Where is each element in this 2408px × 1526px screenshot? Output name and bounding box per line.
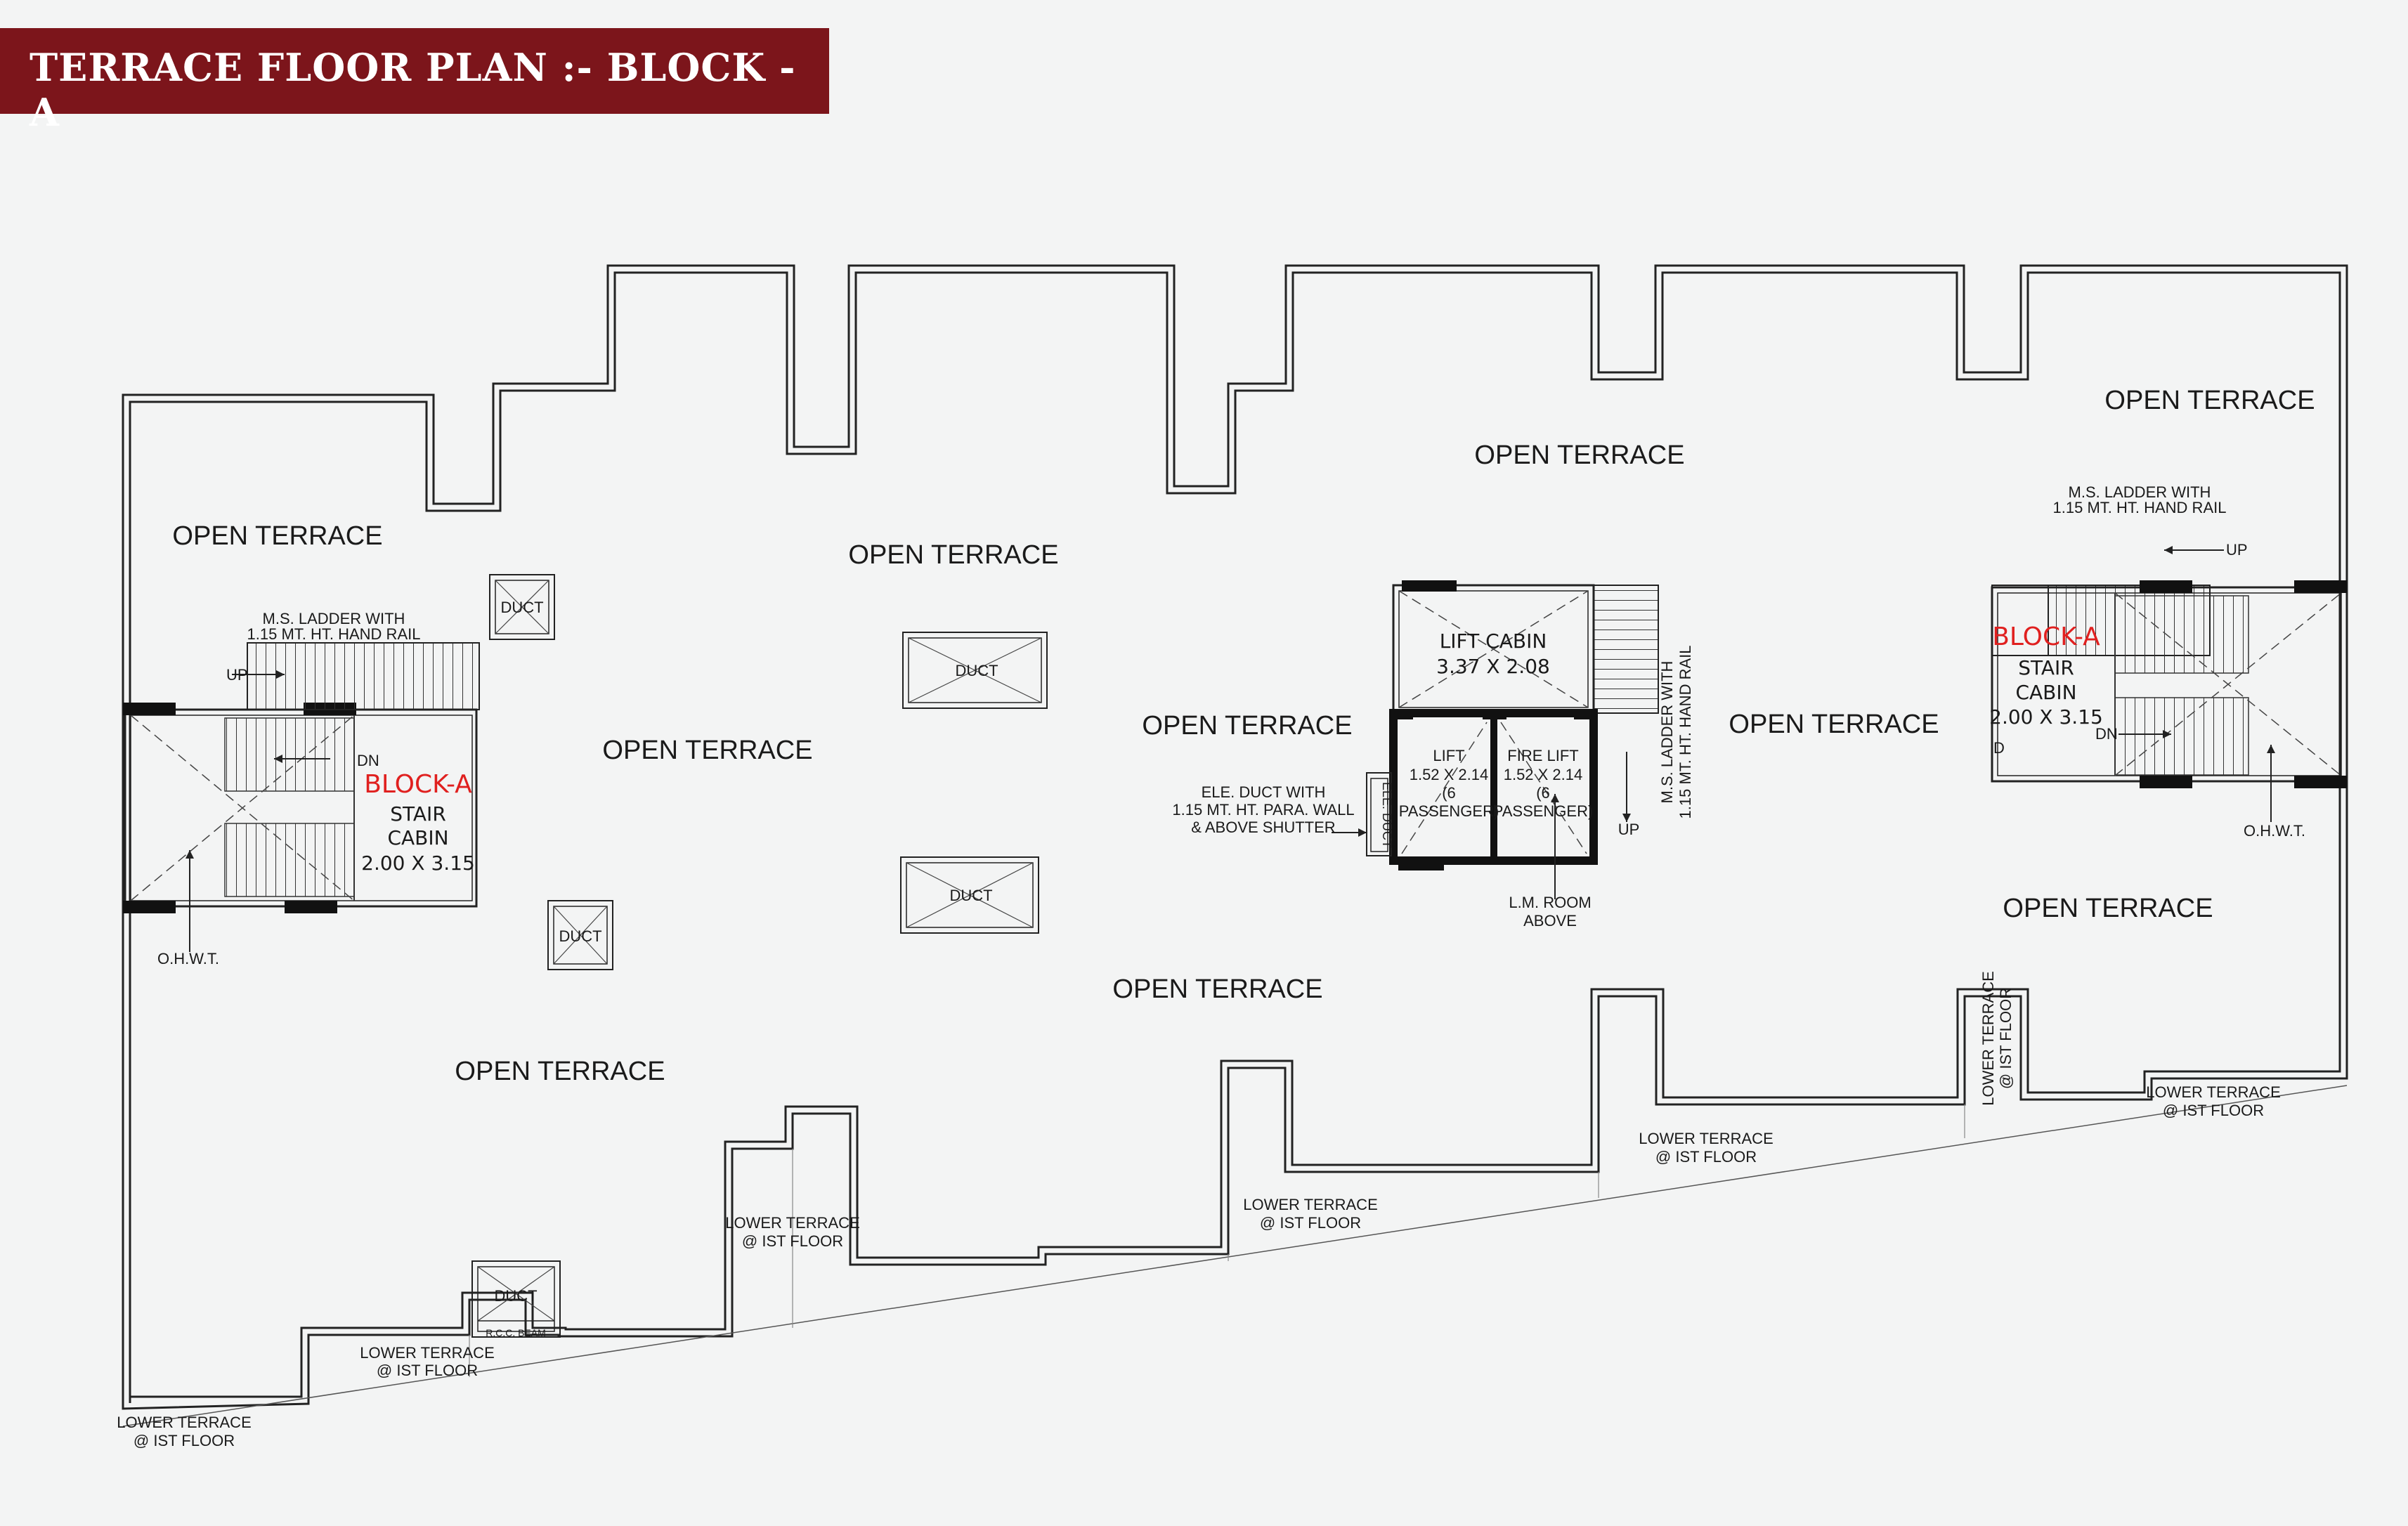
lift-core [1332,580,1659,899]
right-ladder-note-2: 1.15 MT. HT. HAND RAIL [2053,499,2227,516]
ele-duct-note-3: & ABOVE SHUTTER [1191,819,1335,836]
lower-terrace-dividers [469,1104,1965,1377]
left-ohwt: O.H.W.T. [157,950,219,967]
lm-room-note-1: L.M. ROOM [1509,894,1591,911]
fire-lift-size: 1.52 X 2.14 [1504,766,1583,783]
right-stair-up: UP [2226,541,2248,559]
fire-lift-capacity-2: PASSENGER) [1493,802,1594,820]
open-terrace-label-2: OPEN TERRACE [848,540,1058,570]
right-stair-dn: DN [2095,725,2118,743]
lower-terrace-2-line1: LOWER TERRACE [360,1344,495,1362]
duct-1-label: DUCT [500,599,543,616]
lower-terrace-1-line2: @ IST FLOOR [134,1432,235,1449]
left-ladder-note-2: 1.15 MT. HT. HAND RAIL [247,625,421,643]
fire-lift-name: FIRE LIFT [1507,747,1578,764]
page-title: TERRACE FLOOR PLAN :- BLOCK - A [30,45,796,135]
lift-capacity-2: PASSENGER) [1399,802,1499,820]
open-terrace-label-8: OPEN TERRACE [2003,894,2213,923]
duct-3 [900,856,1039,934]
lower-terrace-7-line2: @ IST FLOOR [1997,988,2015,1089]
lower-terrace-3-line2: @ IST FLOOR [742,1232,843,1250]
left-stair-size: 2.00 X 3.15 [361,852,475,875]
lower-terrace-5-line2: @ IST FLOOR [1655,1148,1757,1166]
open-terrace-label-3: OPEN TERRACE [1474,441,1684,470]
lower-terrace-1-line1: LOWER TERRACE [117,1414,252,1431]
lower-terrace-5-line1: LOWER TERRACE [1639,1130,1774,1147]
lower-terrace-6-line1: LOWER TERRACE [2146,1083,2281,1101]
duct-1 [489,574,555,640]
lower-terrace-3-line1: LOWER TERRACE [725,1214,860,1232]
open-terrace-label-1: OPEN TERRACE [172,521,382,551]
right-stair-size: 2.00 X 3.15 [1989,705,2103,729]
left-block-label: BLOCK-A [364,770,472,799]
lift-size: 1.52 X 2.14 [1410,766,1489,783]
core-stair-up: UP [1618,821,1640,838]
right-cabin-label: CABIN [2015,681,2076,704]
left-stair-dn: DN [357,752,379,769]
right-d-label: D [1993,739,2005,757]
left-stair-cabin [123,642,480,952]
lower-terrace-4-line1: LOWER TERRACE [1243,1196,1378,1213]
open-terrace-label-6: OPEN TERRACE [1142,711,1352,741]
duct-3-label: DUCT [949,887,992,904]
lm-room-note-2: ABOVE [1523,912,1577,930]
ele-duct-box-label: ELE. DUCT [1380,782,1394,848]
open-terrace-label-5: OPEN TERRACE [602,736,812,765]
left-stair-label: STAIR [390,802,446,826]
rcc-beam-label: R.C.C. BEAM [486,1327,546,1338]
lift-capacity-1: (6 [1442,784,1456,802]
duct-4-label: DUCT [559,927,601,945]
lower-terrace-7-line1: LOWER TERRACE [1979,971,1997,1106]
left-ladder-note-1: M.S. LADDER WITH [263,610,405,627]
core-ladder-note-2: 1.15 MT. HT. HAND RAIL [1677,646,1694,819]
lift-cabin-title: LIFT CABIN [1440,630,1547,653]
lift-name: LIFT [1433,747,1464,764]
core-ladder-note-1: M.S. LADDER WITH [1658,661,1676,804]
duct-5-label: DUCT [494,1287,537,1305]
right-block-label: BLOCK-A [1992,622,2100,651]
lift-cabin-size: 3.37 X 2.08 [1436,655,1550,678]
right-ladder-note-1: M.S. LADDER WITH [2069,483,2211,501]
left-cabin-label: CABIN [387,826,448,849]
lower-terrace-edge [122,1085,2348,1427]
title-banner: TERRACE FLOOR PLAN :- BLOCK - A [0,28,829,135]
duct-4 [547,900,613,970]
ele-duct-note-2: 1.15 MT. HT. PARA. WALL [1172,801,1354,819]
open-terrace-label-10: OPEN TERRACE [455,1057,665,1086]
open-terrace-label-9: OPEN TERRACE [1112,974,1322,1004]
right-stair-label: STAIR [2018,656,2074,679]
duct-2-label: DUCT [955,662,998,679]
lower-terrace-2-line2: @ IST FLOOR [377,1362,478,1379]
lower-terrace-6-line2: @ IST FLOOR [2163,1102,2264,1119]
right-stair-cabin [1991,546,2348,822]
open-terrace-label-7: OPEN TERRACE [1729,710,1939,739]
duct-2 [902,632,1048,709]
ele-duct-note-1: ELE. DUCT WITH [1202,783,1326,801]
lower-terrace-4-line2: @ IST FLOOR [1260,1214,1361,1232]
outer-wall [122,264,2348,1410]
duct-5 [471,1260,561,1338]
right-ohwt: O.H.W.T. [2244,822,2305,840]
open-terrace-label-4: OPEN TERRACE [2104,386,2315,415]
left-stair-up: UP [226,666,248,684]
fire-lift-capacity-1: (6 [1536,784,1550,802]
